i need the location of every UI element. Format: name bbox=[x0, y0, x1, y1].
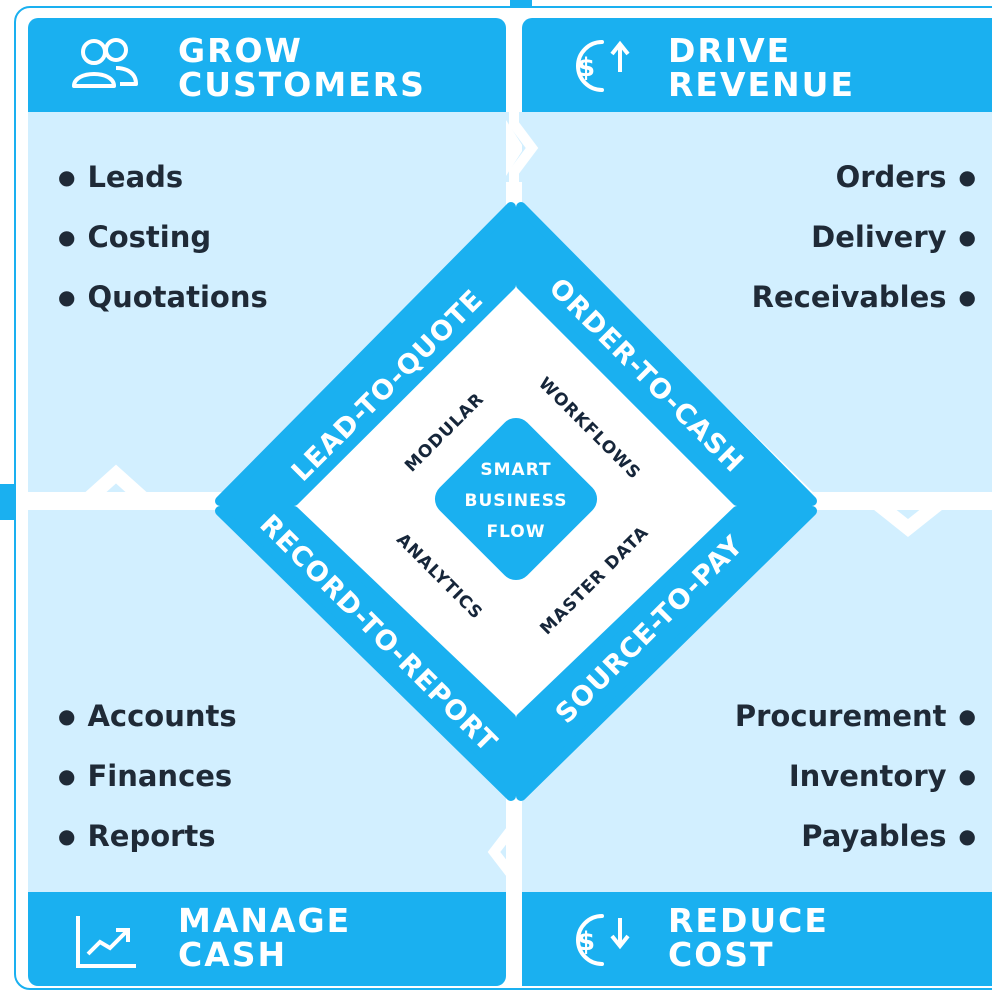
drive-revenue-header: $ DRIVE REVENUE bbox=[522, 18, 992, 112]
list-item: Quotations bbox=[58, 269, 267, 329]
list-item: Accounts bbox=[58, 688, 236, 748]
center-line: BUSINESS bbox=[465, 491, 568, 511]
center-line: SMART bbox=[480, 460, 551, 480]
list-item: Reports bbox=[58, 808, 237, 868]
list-item: Finances bbox=[58, 748, 237, 808]
list-item: Delivery bbox=[752, 209, 976, 269]
list-item: Inventory bbox=[735, 748, 976, 808]
lead-to-quote-band bbox=[215, 202, 516, 506]
title-line: CUSTOMERS bbox=[178, 65, 426, 104]
manage-cash-title: MANAGE CASH bbox=[178, 904, 351, 972]
grow-customers-list: Leads Costing Quotations bbox=[58, 149, 268, 329]
order-to-cash-band bbox=[516, 202, 817, 506]
grow-customers-header: GROW CUSTOMERS bbox=[28, 18, 506, 112]
title-line: CASH bbox=[178, 935, 288, 974]
title-line: DRIVE bbox=[668, 31, 792, 70]
drive-revenue-title: DRIVE REVENUE bbox=[668, 34, 855, 102]
dollar-down-icon: $ bbox=[562, 908, 632, 975]
users-icon bbox=[70, 38, 140, 95]
center-line: FLOW bbox=[486, 522, 545, 542]
trend-chart-icon bbox=[74, 914, 138, 975]
left-edge-tab bbox=[0, 484, 14, 520]
dollar-up-icon: $ bbox=[562, 34, 632, 101]
title-line: GROW bbox=[178, 31, 303, 70]
notch-bottom-center-line bbox=[487, 800, 519, 892]
list-item: Costing bbox=[58, 209, 268, 269]
top-edge-tab bbox=[510, 0, 532, 6]
list-item: Receivables bbox=[752, 269, 976, 329]
notch-top-center-line bbox=[509, 112, 539, 200]
manage-cash-header: MANAGE CASH bbox=[28, 892, 506, 986]
title-line: COST bbox=[668, 935, 775, 974]
title-line: REDUCE bbox=[668, 901, 829, 940]
center-hub bbox=[434, 417, 598, 581]
grow-customers-title: GROW CUSTOMERS bbox=[178, 34, 426, 102]
title-line: MANAGE bbox=[178, 901, 352, 940]
source-to-pay-band bbox=[516, 506, 817, 801]
manage-cash-list: Accounts Finances Reports bbox=[58, 688, 237, 868]
notch-left-center-line bbox=[28, 464, 230, 508]
title-line: REVENUE bbox=[668, 65, 855, 104]
notch-right-center-line bbox=[800, 494, 992, 537]
list-item: Orders bbox=[752, 149, 976, 209]
reduce-cost-header: $ REDUCE COST bbox=[522, 892, 992, 986]
svg-text:$: $ bbox=[577, 927, 595, 957]
drive-revenue-list: Orders Delivery Receivables bbox=[752, 149, 976, 329]
list-item: Procurement bbox=[735, 688, 976, 748]
reduce-cost-list: Procurement Inventory Payables bbox=[735, 688, 976, 868]
list-item: Leads bbox=[58, 149, 268, 209]
outer-frame bbox=[14, 6, 992, 990]
record-to-report-band bbox=[215, 506, 516, 801]
svg-text:$: $ bbox=[577, 53, 595, 83]
list-item: Payables bbox=[735, 808, 976, 868]
reduce-cost-title: REDUCE COST bbox=[668, 904, 829, 972]
